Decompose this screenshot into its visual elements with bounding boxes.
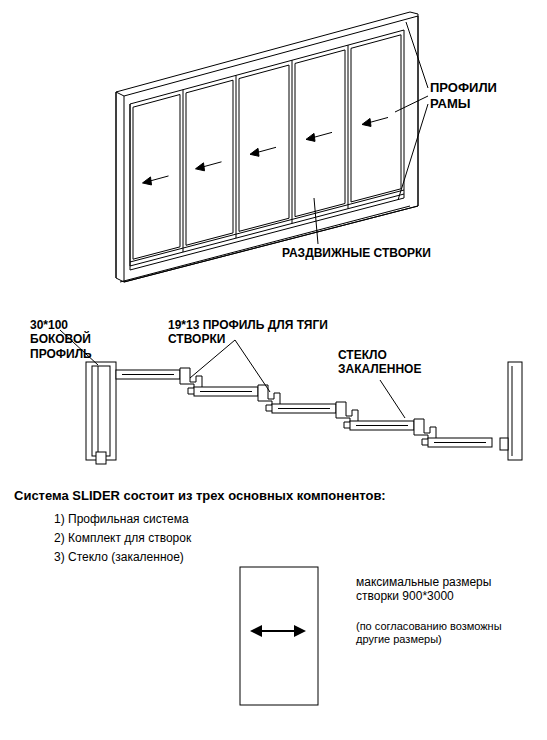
arrow-head xyxy=(250,148,259,156)
panel-edge xyxy=(183,90,184,252)
arrow-head xyxy=(362,118,371,126)
arrow-head xyxy=(306,133,315,141)
list-item: 1) Профильная система xyxy=(54,512,354,526)
glass-line xyxy=(122,374,174,375)
list-item: 2) Комплект для створок xyxy=(54,531,354,545)
sliding-panel xyxy=(351,35,401,202)
sliding-panel xyxy=(133,94,180,259)
glass-line xyxy=(278,408,330,409)
glass-line xyxy=(356,425,408,426)
sliding-panels-label: РАЗДВИЖНЫЕ СТВОРКИ xyxy=(282,246,482,260)
panel-edge xyxy=(130,104,131,266)
panel-edge xyxy=(292,60,293,223)
tempered-glass xyxy=(194,387,258,396)
arrow-head xyxy=(143,177,152,185)
sliding-panel xyxy=(239,65,289,231)
tempered-glass xyxy=(272,404,336,413)
glass-line xyxy=(200,391,252,392)
list-item: 3) Стекло (закаленное) xyxy=(54,550,354,564)
arrow-head xyxy=(196,163,205,171)
tempered-glass xyxy=(428,438,492,447)
panel-edge xyxy=(348,45,349,209)
pull-profile-label: 19*13 ПРОФИЛЬ ДЛЯ ТЯГИ СТВОРКИ xyxy=(168,318,368,347)
tempered-glass xyxy=(116,370,180,379)
sliding-panel xyxy=(186,80,233,245)
panel-edge xyxy=(236,75,237,238)
sliding-panel xyxy=(295,50,345,217)
frame-profiles-label: ПРОФИЛИ РАМЫ xyxy=(430,80,502,111)
system-heading: Система SLIDER состоит из трех основных … xyxy=(14,488,534,504)
glass-line xyxy=(434,442,486,443)
tempered-glass xyxy=(350,421,414,430)
glass-label: СТЕКЛО ЗАКАЛЕННОЕ xyxy=(338,348,438,377)
agreement-note: (по согласованию возможны другие размеры… xyxy=(356,620,536,646)
max-size-note: максимальные размеры створки 900*3000 xyxy=(356,575,526,604)
side-profile-label: 30*100 БОКОВОЙ ПРОФИЛЬ xyxy=(30,318,96,361)
